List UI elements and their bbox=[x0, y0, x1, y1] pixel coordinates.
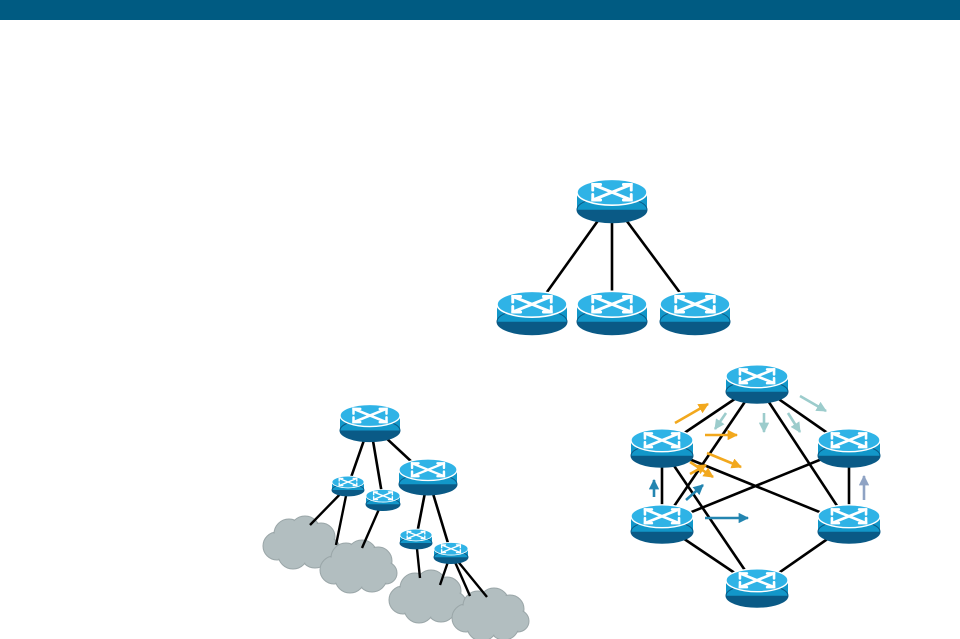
header-bar bbox=[0, 0, 960, 20]
router-icon bbox=[817, 504, 881, 544]
cloud-icon bbox=[262, 515, 341, 570]
arrow-icon bbox=[706, 451, 742, 469]
router-icon bbox=[496, 290, 568, 336]
arrow-icon bbox=[713, 412, 728, 430]
router-icon bbox=[433, 542, 469, 565]
router-icon bbox=[630, 428, 694, 468]
network-link bbox=[661, 446, 850, 526]
router-icon bbox=[725, 568, 789, 608]
routers-layer bbox=[331, 178, 881, 608]
router-icon bbox=[576, 290, 648, 336]
router-icon bbox=[339, 403, 401, 443]
cloud-icon bbox=[319, 539, 398, 594]
router-icon bbox=[725, 364, 789, 404]
router-icon bbox=[576, 178, 648, 224]
clouds-layer bbox=[262, 515, 530, 639]
router-icon bbox=[365, 489, 401, 512]
router-icon bbox=[398, 458, 458, 496]
arrow-icon bbox=[799, 394, 827, 413]
network-link bbox=[755, 383, 851, 525]
arrow-icon bbox=[786, 412, 802, 433]
router-icon bbox=[331, 475, 365, 497]
arrow-icon bbox=[685, 484, 704, 501]
arrow-icon bbox=[689, 463, 707, 476]
router-icon bbox=[659, 290, 731, 336]
cloud-icon bbox=[451, 587, 530, 639]
arrow-icon bbox=[674, 402, 709, 425]
router-icon bbox=[399, 528, 433, 550]
router-icon bbox=[817, 428, 881, 468]
arrows-layer bbox=[648, 394, 870, 524]
router-icon bbox=[630, 504, 694, 544]
